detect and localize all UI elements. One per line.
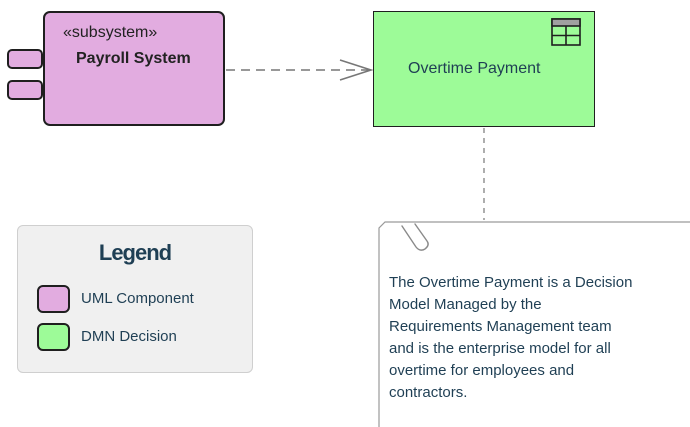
legend-swatch-uml-component [37, 285, 70, 313]
decision-name: Overtime Payment [408, 60, 541, 77]
legend-swatch-dmn-decision [37, 323, 70, 351]
component-name: Payroll System [76, 50, 191, 67]
legend-label-uml-component: UML Component [81, 290, 194, 307]
note-line: The Overtime Payment is a Decision [389, 274, 633, 291]
legend-title: Legend [98, 240, 172, 265]
dmn-decision-overtime-payment[interactable] [373, 11, 595, 127]
component-port-top [7, 49, 43, 69]
note-line: overtime for employees and [389, 362, 575, 379]
note-line: Model Managed by the [389, 296, 542, 313]
note-box[interactable] [378, 221, 690, 427]
decision-table-icon [551, 18, 581, 46]
component-port-bottom [7, 80, 43, 100]
component-stereotype: «subsystem» [63, 24, 158, 41]
note-line: and is the enterprise model for all [389, 340, 611, 357]
uml-component-payroll-system[interactable] [43, 11, 225, 126]
legend-label-dmn-decision: DMN Decision [81, 328, 177, 345]
note-text: The Overtime Payment is a Decision Model… [389, 272, 687, 404]
note-line: Requirements Management team [389, 318, 612, 335]
paperclip-icon [401, 223, 429, 251]
note-line: contractors. [389, 384, 468, 401]
dependency-arrowhead [339, 59, 374, 81]
